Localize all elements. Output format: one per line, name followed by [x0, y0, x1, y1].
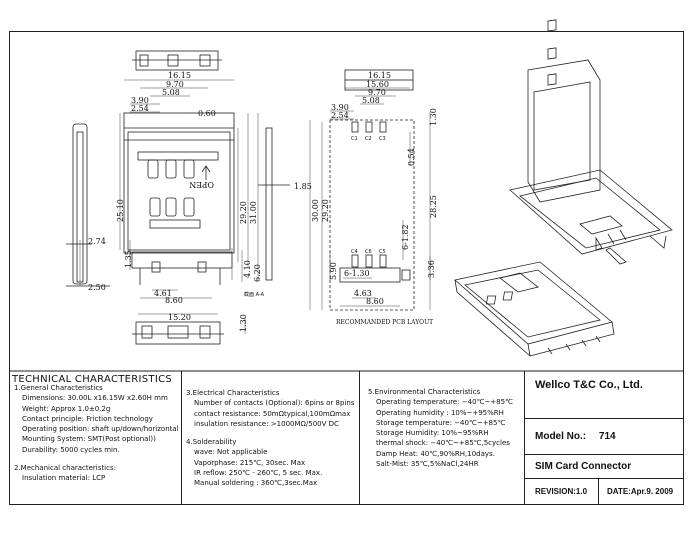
general-title: 1.General Characteristics [14, 384, 103, 392]
dim-front-29-20: 29.20 [239, 201, 248, 224]
solderability-title: 4.Solderability [186, 438, 237, 447]
dim-pcb-5-90: 5.90 [329, 262, 338, 280]
pad-label-c5: C5 [379, 249, 386, 255]
revision-row: REVISION:1.0 DATE:Apr.9. 2009 [525, 479, 684, 504]
spec-vaporphase: Vaporphase: 215℃, 30sec. Max [194, 458, 306, 467]
spec-salt-mist: Salt-Mist: 35℃,5%NaCl,24HR [376, 460, 479, 469]
spec-insulation-resistance: insulation resistance: >1000MΩ/500V DC [194, 419, 339, 428]
dim-pcb-0-54: 0.54 [407, 148, 416, 166]
front-view [123, 112, 235, 285]
dim-front-31-00: 31.00 [249, 201, 258, 224]
dim-pcb-15-60: 15.60 [366, 80, 389, 89]
isometric-open-view [509, 19, 673, 265]
dim-front-4-61: 4.61 [154, 289, 172, 298]
spec-number-of-contacts: Number of contacts (Optional): 6pins or … [194, 399, 355, 408]
spec-storage-humidity: Storage Humidity: 10%~95%RH [376, 429, 489, 438]
front-profile [258, 127, 290, 281]
spec-operating-position: Operating position: shaft up/down/horizo… [22, 425, 179, 434]
model-number: Model No.: 714 [525, 419, 684, 455]
bottom-view [132, 321, 224, 345]
product-description: SIM Card Connector [525, 455, 684, 479]
spec-manual-soldering: Manual soldering : 360℃,3sec.Max [194, 479, 318, 488]
dim-front-2-54: 2.54 [131, 104, 149, 113]
dim-pcb-16-15: 16.15 [368, 71, 391, 80]
pad-label-c3: C3 [379, 136, 386, 142]
open-label: OPEN [189, 180, 214, 189]
pad-label-c2: C2 [365, 136, 372, 142]
dim-front-5-08: 5.08 [162, 88, 180, 97]
tech-characteristics-heading: TECHNICAL CHARACTERISTICS [12, 374, 173, 385]
spec-durability: Durability: 5000 cycles min. [22, 445, 120, 454]
dim-side-2-50: 2.50 [88, 283, 106, 292]
dim-front-3-90: 3.90 [131, 96, 149, 105]
dim-pcb-3-36: 3.36 [427, 260, 436, 278]
spec-operating-temperature: Operating temperature: −40℃~+85℃ [376, 398, 513, 407]
spec-insulation-material: Insulation material: LCP [22, 474, 106, 483]
spec-column-electrical: 3.Electrical Characteristics Number of c… [182, 371, 360, 504]
date: DATE:Apr.9. 2009 [607, 487, 674, 496]
top-edge-view [132, 50, 222, 71]
environmental-title: 5.Environmental Characteristics [368, 388, 481, 396]
dim-pcb-8-60: 8.60 [366, 297, 384, 306]
electrical-title: 3.Electrical Characteristics [186, 389, 280, 397]
dim-front-8-60: 8.60 [165, 296, 183, 305]
spec-thermal-shock: thermal shock: −40℃~+85℃,5cycles [376, 439, 510, 448]
spec-mounting-system: Mounting System: SMT(Post optional)) [22, 435, 156, 444]
spec-weight: Weight: Approx 1.0±0.2g [22, 404, 111, 413]
dim-front-9-70: 9.70 [166, 80, 184, 89]
dim-pcb-1-30: 1.30 [429, 108, 438, 126]
dim-pcb-2-54: 2.54 [331, 111, 349, 120]
dim-pcb-4-63: 4.63 [354, 289, 372, 298]
dim-front-25-10: 25.10 [116, 199, 125, 222]
dim-pcb-29-20: 29.20 [321, 199, 330, 222]
section-label: 截面 A-A [244, 291, 265, 298]
dim-pcb-30-00: 30.00 [311, 199, 320, 222]
dim-front-0-60: 0.60 [198, 109, 216, 118]
dim-front-6-20: 6.20 [253, 264, 262, 282]
company-name: Wellco T&C Co., Ltd. [525, 371, 684, 419]
pad-label-c4: C4 [351, 249, 358, 255]
drawing-frame [9, 31, 684, 505]
spec-damp-heat: Damp Heat: 40℃,90%RH,10days. [376, 449, 495, 458]
dim-bottom-15-20: 15.20 [168, 313, 191, 322]
dim-front-1-85: 1.85 [294, 182, 312, 191]
dim-pcb-6-1-82: 6-1.82 [401, 224, 410, 250]
side-view [66, 123, 110, 287]
revision: REVISION:1.0 [535, 487, 588, 496]
dim-pcb-3-90: 3.90 [331, 103, 349, 112]
pcb-caption: RECOMMANDED PCB LAYOUT [336, 319, 433, 326]
model-label: Model No.: [535, 431, 587, 442]
dim-bottom-1-30: 1.30 [239, 314, 248, 332]
dim-pcb-6-1-30: 6-1.30 [344, 269, 370, 278]
spec-operating-humidity: Operating humidity : 10%~+95%RH [376, 408, 504, 417]
title-block: Wellco T&C Co., Ltd. Model No.: 714 SIM … [524, 371, 684, 504]
spec-dimensions: Dimensions: 30.00L x16.15W x2.60H mm [22, 394, 168, 403]
dim-front-4-10: 4.10 [243, 260, 252, 278]
spec-column-general: 1.General Characteristics Dimensions: 30… [10, 371, 182, 504]
dim-pcb-28-25: 28.25 [429, 195, 438, 218]
dim-side-2-74: 2.74 [88, 237, 106, 246]
model-value: 714 [598, 431, 616, 442]
isometric-closed-view [454, 261, 615, 357]
mechanical-title: 2.Mechanical characteristics: [14, 464, 116, 473]
dim-front-1-35: 1.35 [124, 250, 133, 268]
spec-wave: wave: Not applicable [194, 448, 268, 457]
dim-pcb-9-70: 9.70 [368, 88, 386, 97]
pad-label-c1: C1 [351, 136, 358, 142]
pad-label-c6: C6 [365, 249, 372, 255]
spec-contact-resistance: contact resistance: 50mΩtypical,100mΩmax [194, 409, 351, 418]
spec-contact-principle: Contact principle: Friction technology [22, 414, 153, 423]
dim-front-width: 16.15 [168, 71, 191, 80]
spec-column-environmental: 5.Environmental Characteristics Operatin… [364, 371, 524, 504]
spec-ir-reflow: IR reflow: 250℃ - 260℃, 5 sec. Max. [194, 469, 323, 478]
spec-storage-temperature: Storage temperature: −40℃~+85℃ [376, 418, 506, 427]
dim-pcb-5-08: 5.08 [362, 96, 380, 105]
